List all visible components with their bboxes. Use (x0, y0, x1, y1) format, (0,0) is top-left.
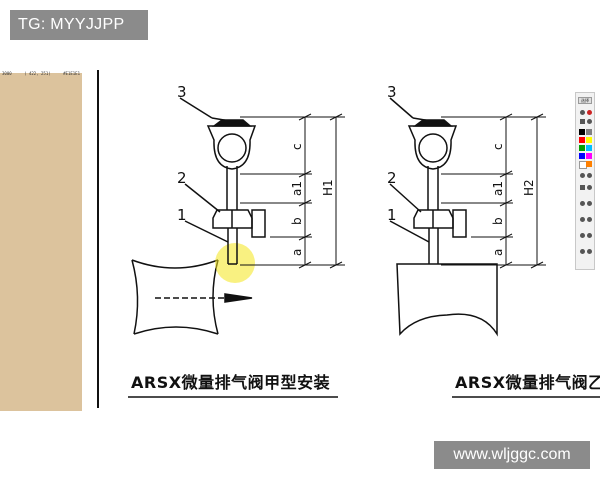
dim-a1-right: a1 (491, 181, 505, 196)
dim-c-right: c (491, 143, 505, 150)
pipe-top-edge-left (131, 259, 219, 269)
flow-arrow-head (224, 293, 253, 303)
color-swatch[interactable] (586, 153, 592, 159)
redo-icon[interactable] (587, 201, 592, 206)
dim-b-right: b (491, 217, 505, 225)
palette-select-button[interactable]: 选择 (578, 97, 592, 104)
dim-c-left: c (290, 143, 304, 150)
air-valve-body-right (407, 125, 458, 170)
circle-tool-icon[interactable] (587, 119, 592, 124)
color-swatch[interactable] (586, 129, 592, 135)
pipe-bottom-edge-left (133, 326, 219, 335)
dim-h1-left: H1 (321, 179, 335, 196)
label-item-3-left: 3 (177, 83, 187, 101)
pen-tool-icon[interactable] (580, 110, 585, 115)
annotation-palette[interactable]: 选择 (575, 92, 595, 270)
settings-icon[interactable] (580, 249, 585, 254)
clear-icon[interactable] (587, 233, 592, 238)
status-value-a: 3000 (2, 71, 12, 76)
valve-handle-left (251, 209, 266, 238)
save-icon[interactable] (580, 233, 585, 238)
air-valve-cap-right (412, 119, 454, 127)
air-valve-body-left (206, 125, 257, 170)
overlay-tag: TG: MYYJJPP (10, 10, 148, 40)
technical-drawing: 3 2 1 c a1 b a H1 3 2 1 c a1 b a H2 (128, 83, 600, 398)
close-icon[interactable] (587, 249, 592, 254)
drawing-frame-border (97, 70, 99, 408)
dim-h2-right: H2 (522, 179, 536, 196)
caption-type-a: ARSX微量排气阀甲型安装 (131, 373, 331, 392)
palette-header-label: 选择 (581, 98, 589, 103)
rect-tool-icon[interactable] (580, 119, 585, 124)
air-valve-float-left (217, 133, 247, 163)
line-tool-icon[interactable] (580, 173, 585, 178)
left-sheet-panel (0, 70, 82, 411)
label-item-2-left: 2 (177, 169, 187, 187)
text-tool-icon[interactable] (587, 185, 592, 190)
watermark: www.wljggc.com (434, 441, 590, 469)
status-value-color: #E1E1E1 (63, 71, 80, 76)
marker-tool-icon[interactable] (587, 110, 592, 115)
arrow-tool-icon[interactable] (587, 173, 592, 178)
label-item-1-left: 1 (177, 206, 187, 224)
color-swatch[interactable] (579, 129, 585, 135)
zoom-in-icon[interactable] (580, 217, 585, 222)
valve-handle-right (452, 209, 467, 238)
color-swatch[interactable] (586, 145, 592, 151)
air-valve-cap-left (211, 119, 253, 127)
label-item-1-right: 1 (387, 206, 397, 224)
dim-a-right: a (491, 249, 505, 256)
dim-b-left: b (290, 217, 304, 225)
eraser-tool-icon[interactable] (580, 185, 585, 190)
support-block-right (396, 263, 498, 337)
zoom-out-icon[interactable] (587, 217, 592, 222)
status-value-coords: ( 422, 251) (24, 71, 51, 76)
color-swatch[interactable] (586, 137, 592, 143)
undo-icon[interactable] (580, 201, 585, 206)
dim-a1-left: a1 (290, 181, 304, 196)
status-readout: 3000 ( 422, 251) #E1E1E1 (2, 71, 80, 77)
dim-a-left: a (290, 249, 304, 256)
color-swatch[interactable] (579, 145, 585, 151)
color-swatch[interactable] (579, 137, 585, 143)
label-item-3-right: 3 (387, 83, 397, 101)
label-item-2-right: 2 (387, 169, 397, 187)
color-swatch[interactable] (579, 153, 585, 159)
air-valve-float-right (418, 133, 448, 163)
color-swatch[interactable] (586, 161, 592, 167)
caption-type-b: ARSX微量排气阀乙 (455, 373, 600, 392)
pipe-left-end-left (131, 259, 139, 335)
cursor-highlight (215, 243, 255, 283)
